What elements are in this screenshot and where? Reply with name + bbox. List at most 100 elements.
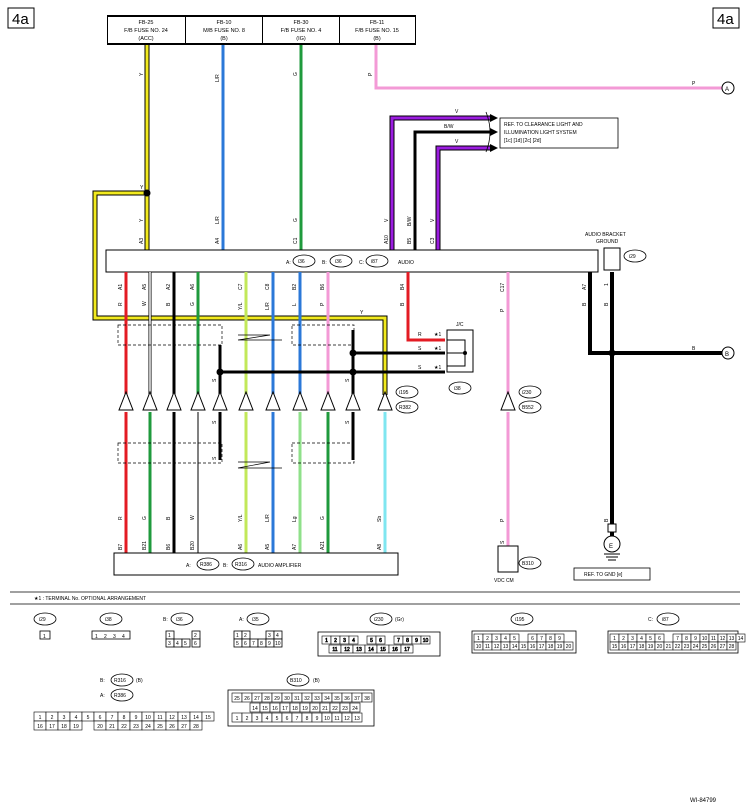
- i87-pin-number: 14: [738, 636, 744, 642]
- svg-text:B:: B:: [163, 617, 168, 623]
- svg-text:A:: A:: [286, 260, 291, 266]
- svg-text:Y/L: Y/L: [238, 302, 244, 310]
- ground-e-label: E: [609, 544, 613, 550]
- jc-label: J/C: [456, 322, 464, 328]
- svg-text:i38: i38: [105, 617, 112, 623]
- b310-pin-number: 11: [334, 716, 339, 722]
- audio-connector-labels: A: i36 B: i36 C: i87 AUDIO: [286, 254, 414, 268]
- i87-pin-number: 19: [648, 644, 654, 650]
- r386-pin-number: 28: [193, 724, 199, 730]
- vdc-conn: B310: [522, 561, 534, 567]
- svg-text:A21: A21: [320, 541, 326, 550]
- b310-pin-number: 16: [272, 706, 278, 712]
- i230-pin-number: 11: [332, 647, 337, 653]
- vdc-label: VDC CM: [494, 578, 514, 584]
- page-label-right: 4a: [717, 11, 734, 28]
- svg-text:A7: A7: [292, 544, 298, 550]
- svg-text:i29: i29: [629, 254, 636, 260]
- svg-text:C:: C:: [648, 617, 653, 623]
- i195-pin-number: 8: [549, 636, 552, 642]
- b310-pin-cell: [351, 712, 363, 723]
- i230-pin-number: 6: [379, 638, 382, 644]
- svg-text:3: 3: [168, 641, 171, 647]
- svg-text:B6: B6: [320, 284, 326, 290]
- b310-pin-number: 30: [284, 696, 290, 702]
- svg-text:1: 1: [168, 633, 171, 639]
- r386-pin-number: 27: [181, 724, 187, 730]
- svg-text:V: V: [455, 139, 459, 145]
- b310-pin-number: 1: [236, 716, 239, 722]
- bracket-ground-line2: GROUND: [596, 239, 619, 245]
- svg-text:C3: C3: [430, 237, 436, 244]
- fuse-2-name: M/B FUSE NO. 8: [203, 28, 245, 34]
- r386-pin-number: 22: [121, 724, 127, 730]
- r386-pin-number: 2: [51, 715, 54, 721]
- svg-text:1: 1: [236, 633, 239, 639]
- svg-text:A4: A4: [215, 238, 221, 244]
- svg-text:5: 5: [184, 641, 187, 647]
- b310-pin-number: 3: [256, 716, 259, 722]
- i195-pin-number: 18: [548, 644, 554, 650]
- connector-a-label: A: [725, 87, 729, 93]
- svg-text:B310: B310: [290, 678, 302, 684]
- b310-pin-number: 14: [252, 706, 258, 712]
- svg-text:A5: A5: [142, 284, 148, 290]
- i87-pin-cell: [726, 641, 737, 651]
- r386-pin-number: 26: [169, 724, 175, 730]
- i195-pin-number: 14: [512, 644, 518, 650]
- fuse-4-id: FB-11: [370, 20, 385, 26]
- svg-text:B7: B7: [118, 544, 124, 550]
- r386-pin-number: 16: [37, 724, 43, 730]
- i87-pin-number: 24: [693, 644, 699, 650]
- svg-text:B:: B:: [322, 260, 327, 266]
- i195-pin-number: 13: [503, 644, 509, 650]
- fuse-3-name: F/B FUSE NO. 4: [281, 28, 322, 34]
- r386-pin-number: 9: [135, 715, 138, 721]
- audio-bottom-labels: A1 R A5 W A2 B A6 G C7 Y/L C8 L/R B2 L B…: [118, 283, 696, 424]
- i230-pin-number: 16: [392, 647, 398, 653]
- r386-pin-number: 6: [99, 715, 102, 721]
- b310-pin-number: 7: [296, 716, 299, 722]
- i195-pin-number: 20: [566, 644, 572, 650]
- b310-pin-number: 24: [352, 706, 358, 712]
- gnd-ref: REF. TO GND [e]: [584, 572, 623, 578]
- fuse-block: FB-25 F/B FUSE NO. 24 (ACC) FB-10 M/B FU…: [107, 15, 416, 45]
- b310-pin-number: 19: [302, 706, 308, 712]
- i230-pin-number: 4: [352, 638, 355, 644]
- svg-text:B/W: B/W: [407, 216, 413, 226]
- svg-text:R316: R316: [114, 678, 126, 684]
- i195-pin-number: 12: [494, 644, 500, 650]
- svg-text:i230: i230: [374, 617, 384, 623]
- b310-pin-number: 29: [274, 696, 280, 702]
- svg-text:(B): (B): [136, 678, 143, 684]
- svg-text:C1: C1: [293, 237, 299, 244]
- i87-pin-number: 2: [622, 636, 625, 642]
- i195-pin-number: 6: [531, 636, 534, 642]
- r386-pin-number: 17: [49, 724, 55, 730]
- svg-text:1: 1: [95, 634, 98, 640]
- svg-text:B5: B5: [407, 238, 413, 244]
- svg-text:A:: A:: [186, 563, 191, 569]
- svg-text:V: V: [455, 109, 459, 115]
- svg-text:G: G: [142, 516, 148, 520]
- svg-text:A8: A8: [377, 544, 383, 550]
- r386-pin-number: 5: [87, 715, 90, 721]
- i230-pin-number: 7: [397, 638, 400, 644]
- svg-text:4: 4: [276, 633, 279, 639]
- svg-text:S: S: [212, 378, 218, 382]
- i87-pin-number: 13: [729, 636, 735, 642]
- b310-pin-number: 13: [354, 716, 360, 722]
- ref-clearance-line1: REF. TO CLEARANCE LIGHT AND: [504, 122, 583, 128]
- r386-pin-number: 13: [181, 715, 187, 721]
- svg-text:Sb: Sb: [377, 516, 383, 522]
- svg-text:S: S: [345, 378, 351, 382]
- svg-text:6: 6: [244, 641, 247, 647]
- i195-pin-number: 10: [476, 644, 482, 650]
- fuse-2-mode: (B): [220, 36, 228, 42]
- svg-text:2: 2: [244, 633, 247, 639]
- r386-pin-number: 24: [145, 724, 151, 730]
- svg-text:A5: A5: [265, 544, 271, 550]
- ref-arrows: [490, 114, 498, 152]
- svg-text:V: V: [384, 218, 390, 222]
